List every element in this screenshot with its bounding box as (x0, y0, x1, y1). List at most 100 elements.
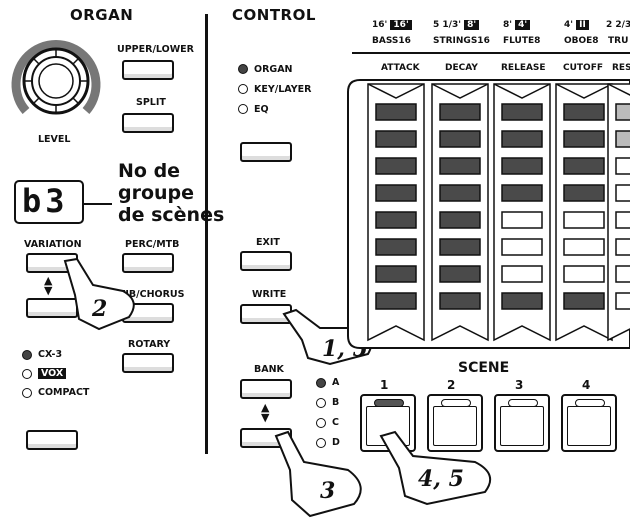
control-title: CONTROL (232, 6, 316, 24)
updown-arrows-icon: ▲▼ (44, 274, 53, 297)
section-divider (205, 14, 208, 454)
drawbar-segment (439, 103, 481, 121)
bank-b-label: B (332, 397, 340, 408)
drawbar-segment (375, 103, 417, 121)
drawbar-segment (615, 211, 630, 229)
bank-a-label: A (332, 377, 340, 388)
drawbar-2[interactable] (431, 83, 489, 342)
scene-button-4[interactable] (561, 394, 617, 452)
scene-title: SCENE (458, 360, 510, 376)
scene-button-inner (500, 406, 544, 446)
scene-led (374, 399, 404, 407)
drawbar-segment (563, 157, 605, 175)
drawbar-3[interactable] (493, 83, 551, 342)
db3-feet: 8' 4' (503, 20, 531, 30)
db1-feet: 16' 16' (372, 20, 412, 30)
bank-b-led (316, 398, 326, 408)
scene-num-1: 1 (380, 378, 389, 392)
cx3-led (22, 350, 32, 360)
drawbar-segment (439, 130, 481, 148)
drawbar-segment (439, 157, 481, 175)
vox-led (22, 369, 32, 379)
compact-led (22, 388, 32, 398)
rotary-label: ROTARY (128, 339, 171, 350)
bank-label: BANK (254, 364, 284, 375)
drawbar-segment (501, 238, 543, 256)
drawbar-segment (501, 265, 543, 283)
drawbar-segment (615, 184, 630, 202)
callout-hand-3 (274, 430, 362, 518)
drawbar-5[interactable] (607, 83, 630, 342)
db5-name: TRU (608, 36, 629, 46)
db2-param: DECAY (445, 63, 478, 73)
bank-up-button[interactable] (240, 379, 292, 399)
drawbar-segment (375, 130, 417, 148)
drawbar-segment (375, 184, 417, 202)
organ-type-button[interactable] (26, 430, 78, 450)
scene-button-2[interactable] (427, 394, 483, 452)
level-label: LEVEL (38, 134, 71, 145)
upper-lower-button[interactable] (122, 60, 174, 80)
bank-arrows-icon: ▲▼ (261, 401, 270, 424)
drawbar-segment (439, 211, 481, 229)
level-knob[interactable] (10, 35, 102, 127)
organ-title: ORGAN (70, 6, 134, 24)
scene-num-3: 3 (515, 378, 524, 392)
variation-label: VARIATION (24, 239, 82, 250)
db2-name: STRINGS16 (433, 36, 490, 46)
scene-led (575, 399, 605, 407)
drawbar-1[interactable] (367, 83, 425, 342)
organ-mode-label: ORGAN (254, 64, 293, 75)
drawbar-segment (501, 292, 543, 310)
scene-num-4: 4 (582, 378, 591, 392)
drawbar-segment (375, 292, 417, 310)
exit-label: EXIT (256, 237, 280, 248)
perc-mtb-button[interactable] (122, 253, 174, 273)
scene-button-1[interactable] (360, 394, 416, 452)
drawbar-segment (375, 211, 417, 229)
callout-hand-4-5 (379, 430, 492, 506)
drawbar-segment (563, 292, 605, 310)
drawbar-segment (439, 292, 481, 310)
db1-name: BASS16 (372, 36, 411, 46)
scene-button-inner (567, 406, 611, 446)
rotary-button[interactable] (122, 353, 174, 373)
bank-a-led (316, 378, 326, 388)
drawbar-panel (347, 79, 630, 349)
annotation-line (84, 203, 112, 205)
drawbar-segment (439, 265, 481, 283)
db5-feet: 2 2/3 (606, 20, 630, 30)
split-button[interactable] (122, 113, 174, 133)
drawbar-segment (615, 130, 630, 148)
drawbar-segment (439, 238, 481, 256)
exit-button[interactable] (240, 251, 292, 271)
eq-mode-led (238, 104, 248, 114)
display-value: b3 (22, 182, 69, 220)
db1-param: ATTACK (381, 63, 420, 73)
db2-feet: 5 1/3' 8' (433, 20, 480, 30)
db4-param: CUTOFF (563, 63, 603, 73)
drawbar-segment (615, 292, 630, 310)
compact-label: COMPACT (38, 387, 90, 398)
scene-led (508, 399, 538, 407)
annotation-line2: groupe (118, 182, 195, 204)
scene-button-3[interactable] (494, 394, 550, 452)
bank-d-label: D (332, 437, 340, 448)
drawbar-segment (501, 157, 543, 175)
annotation-line3: de scènes (118, 204, 225, 226)
vox-label: VOX (38, 368, 67, 379)
drawbar-4[interactable] (555, 83, 613, 342)
header-rule (352, 52, 630, 54)
control-mode-button[interactable] (240, 142, 292, 162)
bank-c-led (316, 418, 326, 428)
db5-param: RES (612, 63, 630, 73)
db3-name: FLUTE8 (503, 36, 541, 46)
keylayer-mode-led (238, 84, 248, 94)
drawbar-segment (501, 103, 543, 121)
drawbar-segment (563, 238, 605, 256)
callout-4-5: 4, 5 (418, 466, 464, 492)
drawbar-segment (563, 184, 605, 202)
drawbar-segment (375, 157, 417, 175)
drawbar-segment (563, 211, 605, 229)
drawbar-segment (501, 211, 543, 229)
